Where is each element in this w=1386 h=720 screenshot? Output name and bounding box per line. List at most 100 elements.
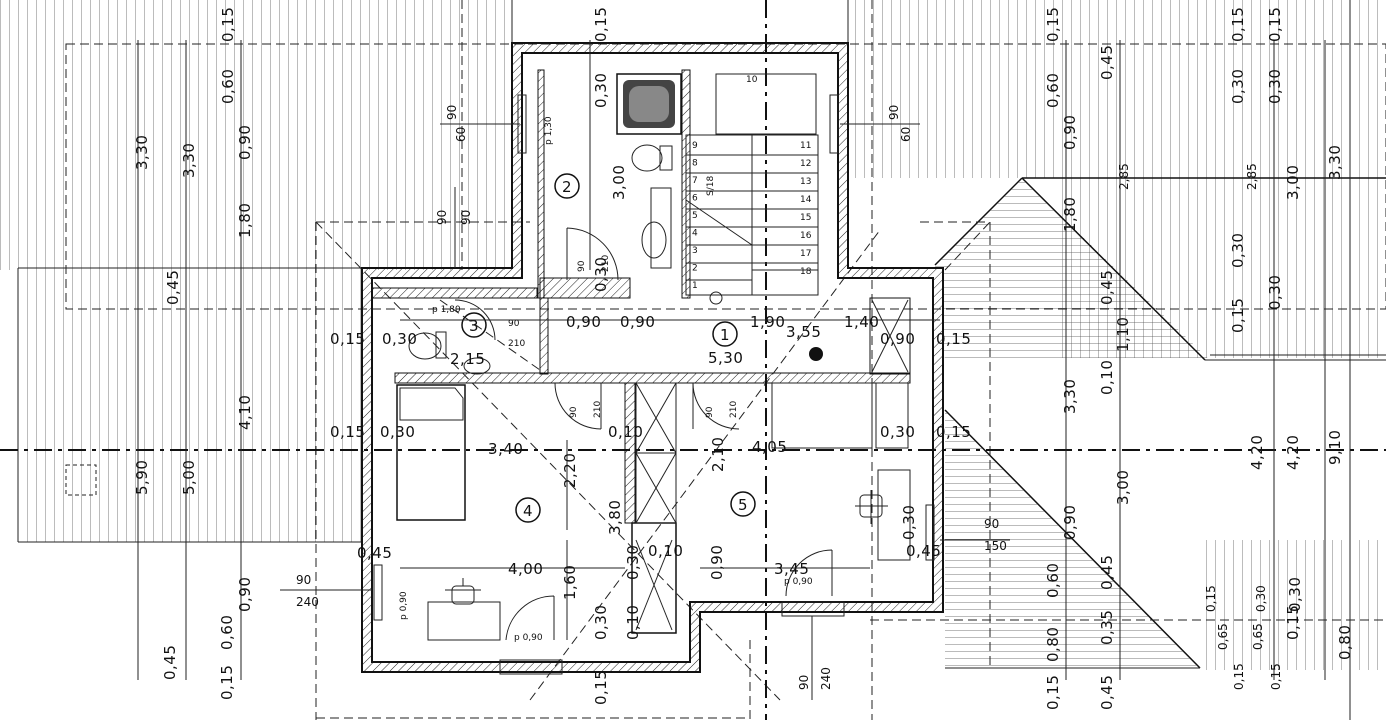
stair-step-number: 7 xyxy=(692,176,698,186)
dim-label: 2,85 xyxy=(1117,163,1131,190)
window-room5-right-label: 150 xyxy=(984,539,1007,553)
dim-label: 0,15 xyxy=(592,670,610,705)
dim-label: 0,90 xyxy=(566,313,601,331)
stair-step-number: 18 xyxy=(800,267,812,277)
closets xyxy=(635,299,909,631)
dim-label: 4,00 xyxy=(508,560,543,578)
dim-label: 0,15 xyxy=(1044,675,1062,710)
stair-step-number: 6 xyxy=(692,194,698,204)
dim-label: 0,15 xyxy=(1204,585,1218,612)
stair-step-number: 12 xyxy=(800,159,811,169)
roof-right-upper xyxy=(848,0,1386,178)
dim-label: 0,30 xyxy=(592,73,610,108)
dim-label: 4,20 xyxy=(1284,435,1302,470)
dim-label: 2,85 xyxy=(1245,163,1259,190)
door-bath-label: 210 xyxy=(601,255,611,272)
stair-step-number: 9 xyxy=(692,141,698,151)
door-wc-label: 90 xyxy=(508,319,520,329)
furniture xyxy=(65,94,935,675)
dim-label: 5,90 xyxy=(133,460,151,495)
radiator-room5 xyxy=(925,504,935,561)
dim-label: 0,15 xyxy=(1284,605,1302,640)
window-stair-label: 60 xyxy=(899,127,913,142)
dim-label: 3,30 xyxy=(180,143,198,178)
window-bath-label: 60 xyxy=(454,127,468,142)
dim-label: 2,15 xyxy=(450,350,485,368)
dim-label: 0,30 xyxy=(880,423,915,441)
dim-label: 0,30 xyxy=(380,423,415,441)
roof-left-lower xyxy=(18,270,363,542)
dim-label: 0,30 xyxy=(382,330,417,348)
window-room5-right-label: 90 xyxy=(984,517,999,531)
dim-label: 1,90 xyxy=(750,313,785,331)
window-bottom-label: 90 xyxy=(797,675,811,690)
wall-corridor-top xyxy=(371,287,538,299)
dim-label: 5,00 xyxy=(180,460,198,495)
dim-label: 0,45 xyxy=(161,645,179,680)
bath-fixtures xyxy=(408,73,682,375)
room-number-4: 4 xyxy=(523,502,533,520)
stair-step-number: 14 xyxy=(800,195,812,205)
roof-left-upper xyxy=(0,0,510,270)
door-room4-label: 210 xyxy=(593,401,603,418)
desk-room4 xyxy=(427,601,501,641)
wall-rooms-divider xyxy=(624,382,636,524)
dim-label: 0,15 xyxy=(330,330,365,348)
dim-label: 1,80 xyxy=(236,203,254,238)
dimension-labels: 3,30 5,90 0,45 3,30 0,45 5,00 0,60 0,15 … xyxy=(133,7,1354,710)
radiator-room4 xyxy=(373,564,383,621)
dim-label: 0,60 xyxy=(1044,73,1062,108)
window-bath-label: 90 xyxy=(445,105,459,120)
dim-label: 0,30 xyxy=(592,257,610,292)
door-room5-label: 210 xyxy=(729,401,739,418)
dim-label: 0,30 xyxy=(1266,69,1284,104)
dim-label: 0,30 xyxy=(1229,233,1247,268)
dim-label: 0,10 xyxy=(624,605,642,640)
roof-hatching xyxy=(0,0,1386,670)
stair-label: S/18 xyxy=(706,176,716,196)
toilet-icon xyxy=(631,144,663,172)
dim-label: 0,30 xyxy=(1254,585,1268,612)
dim-label: 3,55 xyxy=(786,323,821,341)
room-number-1: 1 xyxy=(720,326,730,344)
dim-label: 0,30 xyxy=(1266,275,1284,310)
stair-step-number: 11 xyxy=(800,141,811,151)
dim-label: 0,15 xyxy=(592,7,610,42)
dim-label: 0,80 xyxy=(1044,627,1062,662)
window-room4-left-label: 240 xyxy=(296,595,319,609)
dim-label: 0,30 xyxy=(592,605,610,640)
wc-toilet-icon xyxy=(408,332,442,360)
stair-step-number: 3 xyxy=(692,246,698,256)
window-room5-bottom-label: p 0,90 xyxy=(784,577,813,587)
wall-right-closet xyxy=(869,297,911,375)
dim-label: 2,20 xyxy=(561,453,579,488)
dim-label: 0,80 xyxy=(1336,625,1354,660)
chimney xyxy=(65,464,97,496)
desk-room5 xyxy=(877,469,911,561)
bed-icon xyxy=(396,384,466,521)
dim-label: 0,15 xyxy=(936,330,971,348)
door-room5-label: 90 xyxy=(705,406,715,418)
door-room4-label: 90 xyxy=(569,406,579,418)
dim-label: 0,15 xyxy=(936,423,971,441)
dim-label: 0,60 xyxy=(219,69,237,104)
roof-right-lower xyxy=(1200,540,1386,670)
dim-label: 0,15 xyxy=(219,7,237,42)
dimension-lines xyxy=(137,0,1386,720)
dim-label: 5,30 xyxy=(708,349,743,367)
dim-label: 0,90 xyxy=(708,545,726,580)
room-number-2: 2 xyxy=(562,178,572,196)
dim-label: 0,90 xyxy=(236,125,254,160)
dim-label: 0,90 xyxy=(620,313,655,331)
dim-label: 3,30 xyxy=(1061,379,1079,414)
parapet-bath-label: p 1,30 xyxy=(544,116,554,145)
window-room4-left-label: 90 xyxy=(296,573,311,587)
dim-label: 0,60 xyxy=(1044,563,1062,598)
dim-label: 0,90 xyxy=(236,577,254,612)
dim-label: 0,90 xyxy=(1061,505,1079,540)
dim-label: 4,05 xyxy=(752,438,787,456)
dim-label: 0,15 xyxy=(1266,7,1284,42)
stair-step-number: 16 xyxy=(800,231,812,241)
chair-room5-icon xyxy=(855,490,888,524)
